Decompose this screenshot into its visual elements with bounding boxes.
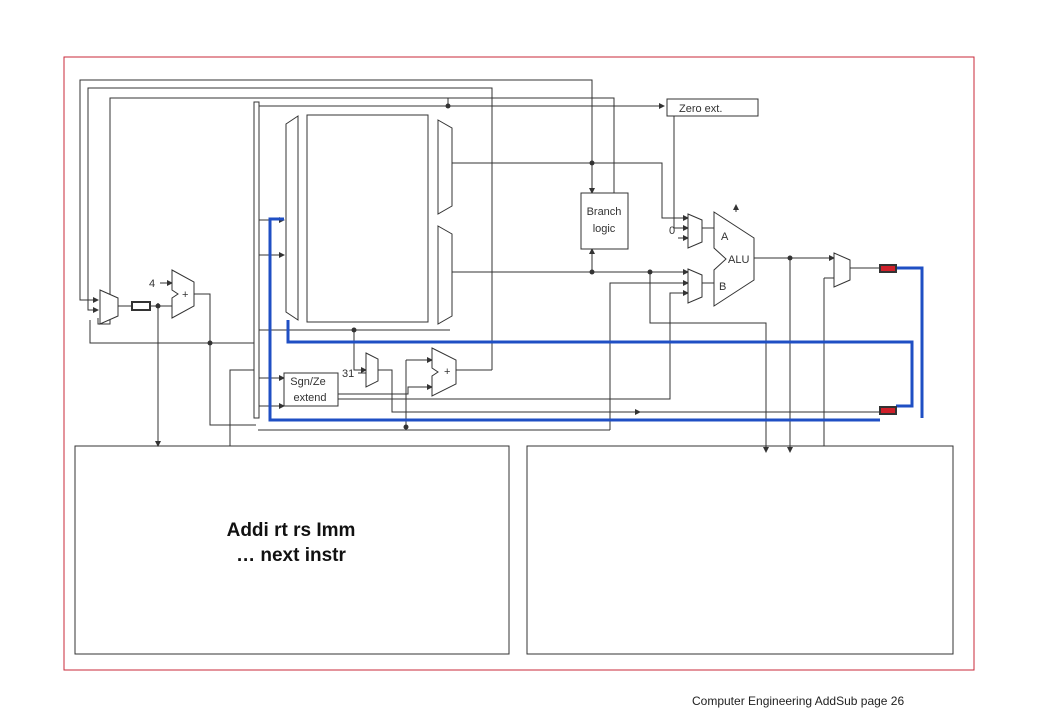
sign-extend-label-1: Sgn/Ze [290,376,325,388]
const-four-label: 4 [149,278,155,290]
regfile-left-mux [285,115,299,321]
instruction-line-2: … next instr [236,545,346,566]
branch-logic-label-1: Branch [587,206,622,218]
register-file [306,114,429,323]
regfile-out-mux-b [437,225,453,325]
alu-a-label: A [721,231,729,243]
branch-logic-label-2: logic [593,223,616,235]
instruction-box [74,445,510,655]
wires [79,79,880,453]
pc-mux [99,289,119,325]
alu-a-mux [687,213,703,249]
regfile-out-mux-a [437,119,453,215]
empty-box [526,445,954,655]
zero-input-label: 0 [669,225,675,237]
const-31-label: 31 [342,368,354,380]
alu [713,211,755,307]
shift-mux [365,352,379,388]
pc-register [131,301,151,311]
output-register-bottom [879,406,897,415]
pc-adder-plus: + [182,289,188,301]
instruction-line-1: Addi rt rs Imm [227,520,356,541]
branch-logic-box [580,192,629,250]
branch-adder-plus: + [444,366,450,378]
pc-adder [171,269,195,319]
page-footer: Computer Engineering AddSub page 26 [692,694,905,708]
instruction-bus [253,101,260,419]
sign-extend-box [283,372,339,407]
alu-b-mux [687,268,703,304]
zero-ext-box [666,98,759,117]
outer-frame [63,56,975,671]
junction-dots [155,103,793,430]
output-mux [833,252,851,288]
blocks [99,98,897,419]
branch-adder [431,347,457,397]
output-register-top [879,264,897,273]
highlight-path [268,217,924,422]
alu-label: ALU [728,254,749,266]
zero-ext-label: Zero ext. [679,103,722,115]
alu-b-label: B [719,281,726,293]
sign-extend-label-2: extend [293,392,326,404]
